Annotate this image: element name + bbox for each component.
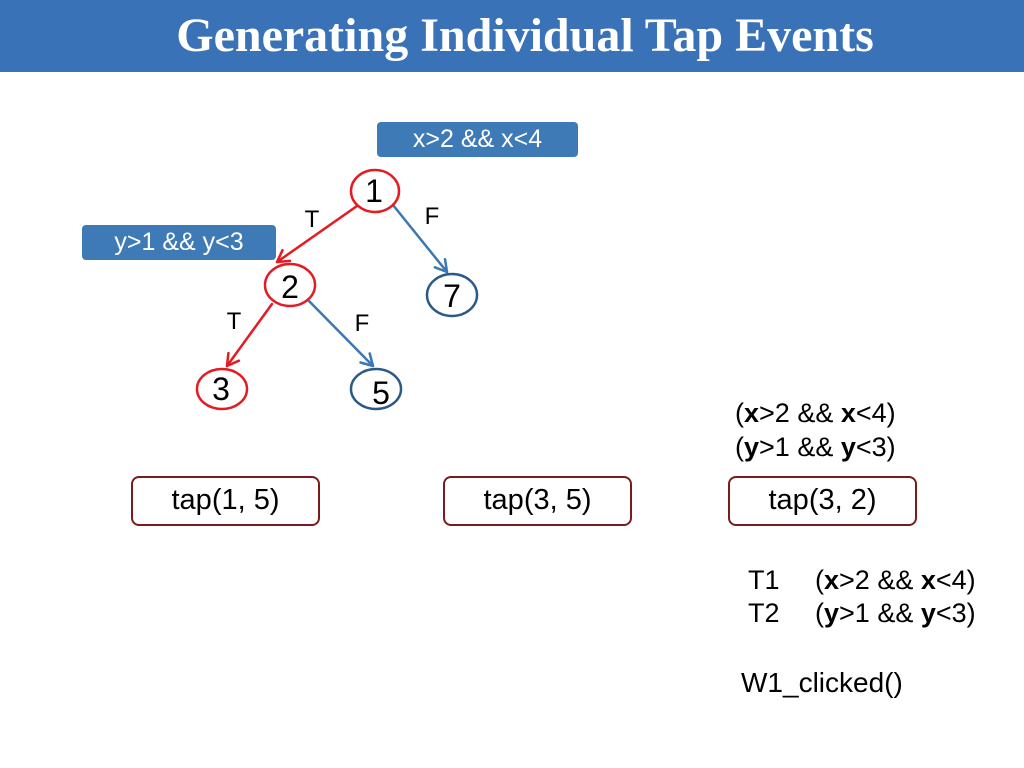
slide-title: Generating Individual Tap Events	[176, 9, 874, 62]
tree-node-3: 3	[195, 367, 249, 411]
edge-2-to-5-arrowhead	[359, 352, 375, 368]
operator-text: >2 &&	[839, 565, 921, 595]
edge-1-to-7	[391, 203, 449, 274]
open-paren: (	[735, 432, 744, 462]
operator-text: >1 &&	[839, 598, 921, 628]
tree-nodes: 1 2 7 3 5	[195, 168, 479, 411]
edge-2-to-3-arrowhead	[225, 351, 241, 368]
step-id: T2	[748, 598, 780, 628]
event-handler-call: W1_clicked()	[741, 667, 903, 698]
node-5-circle	[349, 367, 403, 411]
close-text: <3)	[855, 432, 896, 462]
variable: y	[840, 432, 856, 462]
node-3-circle	[195, 367, 249, 411]
test-case-step: T2(y>1 && y<3)	[748, 597, 976, 630]
edge-1-to-2-arrowhead	[275, 248, 292, 264]
tap-call-box: tap(3, 5)	[443, 476, 632, 526]
variable: x	[840, 398, 856, 428]
tree-node-1: 1	[349, 168, 401, 214]
open-paren: (	[815, 565, 824, 595]
operator-text: >2 &&	[759, 398, 841, 428]
condition-label-node-1: x>2 && x<4	[377, 122, 578, 157]
path-condition-line: (y>1 && y<3)	[735, 430, 896, 464]
edge-label-1-to-7: F	[425, 203, 440, 230]
open-paren: (	[815, 598, 824, 628]
test-case-step: T1(x>2 && x<4)	[748, 564, 976, 597]
tree-node-2: 2	[263, 262, 317, 308]
node-7-label: 7	[443, 278, 461, 314]
edge-1-to-7-arrowhead	[433, 257, 449, 274]
node-3-label: 3	[212, 371, 230, 407]
edge-2-to-5	[306, 298, 375, 368]
edge-2-to-3	[225, 302, 274, 368]
node-2-label: 2	[281, 269, 299, 305]
operator-text: >1 &&	[759, 432, 841, 462]
tap-call-box: tap(1, 5)	[131, 476, 320, 526]
close-text: <4)	[855, 398, 896, 428]
title-bar: Generating Individual Tap Events	[0, 0, 1024, 72]
variable: x	[824, 565, 840, 595]
edge-label-2-to-5: F	[355, 310, 370, 337]
tree-node-7: 7	[425, 272, 479, 318]
edge-label-2-to-3: T	[227, 308, 242, 335]
variable: y	[920, 598, 936, 628]
variable: y	[824, 598, 840, 628]
variable: y	[744, 432, 760, 462]
test-case-steps: T1(x>2 && x<4) T2(y>1 && y<3)	[748, 564, 976, 630]
path-condition: (x>2 && x<4) (y>1 && y<3)	[735, 396, 896, 464]
edge-label-1-to-2: T	[305, 206, 320, 233]
close-text: <4)	[935, 565, 976, 595]
tree-node-5: 5	[349, 367, 403, 411]
step-id: T1	[748, 565, 780, 595]
node-1-label: 1	[365, 173, 383, 209]
tap-call-box: tap(3, 2)	[728, 476, 917, 526]
close-text: <3)	[935, 598, 976, 628]
open-paren: (	[735, 398, 744, 428]
variable: x	[744, 398, 760, 428]
node-2-circle	[263, 262, 317, 308]
node-5-label: 5	[372, 375, 390, 411]
condition-label-node-2: y>1 && y<3	[82, 225, 276, 260]
path-condition-line: (x>2 && x<4)	[735, 396, 896, 430]
node-1-circle	[349, 168, 401, 214]
variable: x	[920, 565, 936, 595]
edge-1-to-2	[275, 204, 359, 264]
tree-edges	[225, 203, 449, 368]
node-7-circle	[425, 272, 479, 318]
tree-edge-labels: T F T F	[227, 203, 440, 337]
